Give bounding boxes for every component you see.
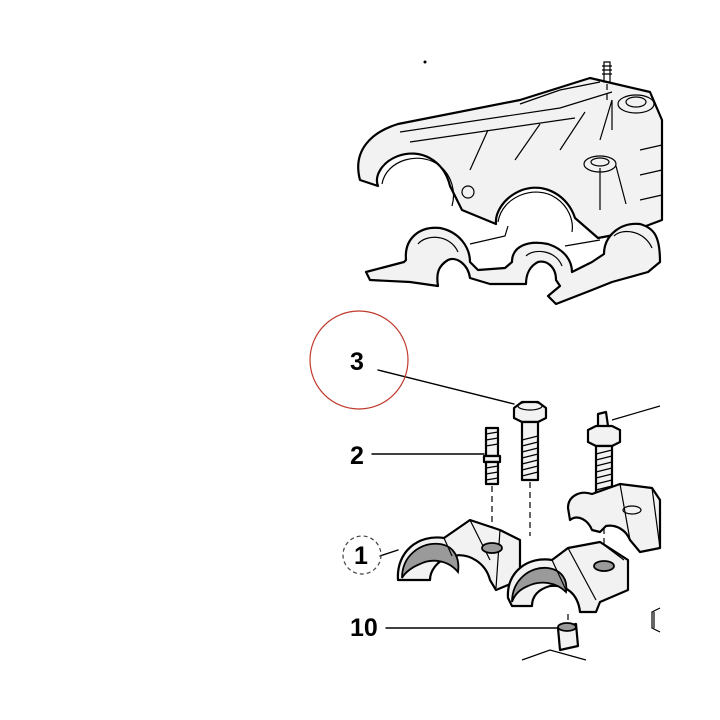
edge-part bbox=[651, 607, 661, 633]
stud-2 bbox=[482, 426, 502, 546]
dowel-10 bbox=[556, 612, 580, 652]
cover-gasket bbox=[364, 222, 662, 306]
dot-mark bbox=[423, 60, 427, 64]
callout-2: 2 bbox=[350, 442, 364, 470]
leader-line-3 bbox=[377, 369, 515, 405]
bottom-fragment bbox=[521, 649, 587, 661]
bearing-cap-background bbox=[566, 482, 662, 554]
bearing-cap-right bbox=[506, 540, 630, 614]
callout-10: 10 bbox=[350, 614, 378, 642]
highlight-circle bbox=[309, 310, 409, 410]
camshaft-cover bbox=[357, 76, 664, 240]
callout-1: 1 bbox=[354, 542, 368, 570]
top-stud bbox=[602, 61, 612, 104]
bolt-3 bbox=[512, 400, 548, 536]
dashed-callout-circle bbox=[342, 535, 382, 575]
leader-line-1 bbox=[379, 549, 399, 557]
callout-3: 3 bbox=[350, 348, 364, 376]
bearing-cap-left bbox=[396, 518, 522, 592]
